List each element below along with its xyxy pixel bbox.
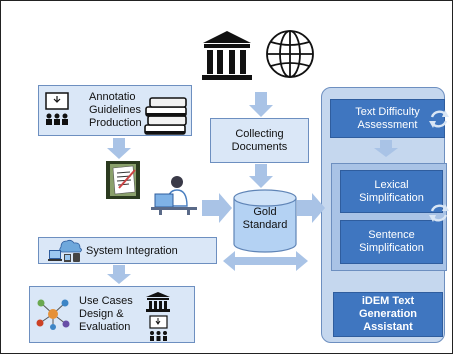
- idem-line-1: iDEM Text: [361, 295, 415, 307]
- arrow-collecting-to-gold: [249, 164, 273, 188]
- collecting-line-2: Documents: [231, 141, 288, 153]
- lexical-line-1: Lexical: [374, 178, 409, 191]
- annotator-icon: [151, 176, 197, 215]
- annotation-line-1: Annotatio: [89, 91, 136, 103]
- arrow-annotation-to-clipboard: [107, 138, 131, 159]
- cloud-devices-icon: [48, 239, 82, 262]
- use-cases-box: Use Cases Design & Evaluation: [29, 286, 195, 343]
- gold-standard-cylinder: [233, 189, 297, 253]
- sentence-simplification-box: Sentence Simplification: [340, 220, 443, 264]
- gold-line-1: Gold: [253, 206, 277, 218]
- books-icon: [144, 97, 187, 135]
- arrow-difficulty-to-lexical: [374, 140, 398, 157]
- use-cases-line-2: Design &: [79, 308, 124, 320]
- globe-icon: [266, 30, 314, 78]
- arrow-integration-pipeline-bidirectional: [223, 251, 308, 271]
- gold-standard-label: Gold Standard: [232, 206, 298, 232]
- institution-icon-small: [146, 292, 170, 312]
- collecting-documents-box: Collecting Documents: [210, 118, 309, 163]
- lexical-simplification-box: Lexical Simplification: [340, 170, 443, 213]
- cycle-icon: [429, 110, 449, 128]
- idem-line-2: Generation Assistant: [358, 308, 418, 333]
- use-cases-line-1: Use Cases: [79, 295, 133, 307]
- lexical-line-2: Simplification: [359, 191, 424, 204]
- arrow-integration-to-use-cases: [107, 265, 131, 284]
- text-difficulty-line-2: Assessment: [357, 118, 418, 131]
- system-integration-label: System Integration: [86, 245, 178, 257]
- cycle-icon-simplification: [429, 204, 449, 222]
- arrow-annotator-to-gold: [202, 193, 232, 223]
- sentence-line-2: Simplification: [359, 242, 424, 254]
- text-difficulty-box: Text Difficulty Assessment: [330, 99, 445, 138]
- use-cases-line-3: Evaluation: [79, 321, 131, 333]
- presenter-icon-small: [149, 315, 168, 341]
- clipboard-icon: [106, 161, 140, 199]
- arrow-institution-to-collecting: [249, 92, 273, 117]
- text-difficulty-line-1: Text Difficulty: [355, 105, 420, 118]
- annotation-line-3: Production: [89, 117, 142, 129]
- gold-line-2: Standard: [242, 219, 288, 231]
- idem-assistant-box: iDEM Text Generation Assistant: [333, 292, 443, 337]
- institution-icon: [202, 31, 252, 80]
- presenter-icon: [45, 92, 69, 125]
- arrow-gold-to-pipeline: [297, 193, 325, 223]
- network-icon: [36, 299, 70, 330]
- annotation-line-2: Guidelines: [89, 104, 141, 116]
- sentence-line-1: Sentence: [368, 229, 415, 241]
- collecting-line-1: Collecting: [235, 128, 284, 140]
